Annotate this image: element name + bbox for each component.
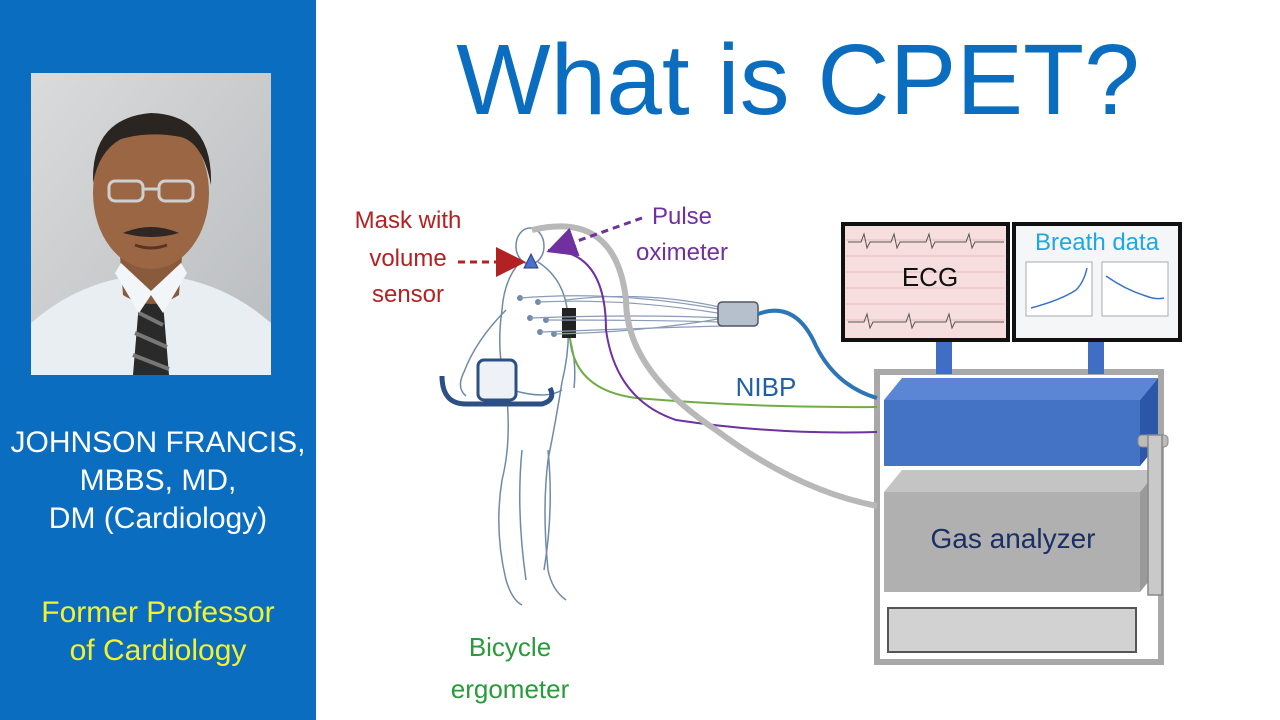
- bicycle-label-1: Bicycle: [469, 632, 551, 662]
- author-role: Former Professor of Cardiology: [0, 594, 316, 670]
- oximeter-cable: [547, 249, 878, 434]
- nibp-cable: [757, 308, 878, 400]
- ecg-monitor: [841, 222, 1010, 342]
- role-line-2: of Cardiology: [69, 634, 247, 667]
- pulse-label-2: oximeter: [636, 239, 728, 266]
- mask-icon: [523, 252, 539, 269]
- author-name: JOHNSON FRANCIS,: [10, 426, 306, 459]
- breath-data-label: Breath data: [1035, 229, 1160, 256]
- sidebar: JOHNSON FRANCIS, MBBS, MD, DM (Cardiolog…: [0, 0, 316, 720]
- lead-cables: [519, 295, 725, 335]
- breath-data-monitor: [1012, 222, 1182, 342]
- monitor-unit: [884, 378, 1158, 466]
- author-degrees: MBBS, MD,: [79, 464, 237, 497]
- gas-tube: [531, 223, 878, 509]
- oximeter-arrow: [546, 216, 643, 257]
- author-photo: [31, 73, 271, 375]
- person-figure: [459, 227, 576, 606]
- page-title: What is CPET?: [456, 24, 1140, 136]
- mask-label-1: Mask with: [355, 207, 462, 234]
- mask-label-3: sensor: [372, 281, 444, 308]
- pulse-label-1: Pulse: [652, 203, 712, 230]
- ecg-label: ECG: [902, 262, 958, 292]
- author-specialty: DM (Cardiology): [48, 502, 268, 535]
- green-cable: [569, 337, 878, 409]
- nibp-label: NIBP: [736, 372, 797, 402]
- portrait-image: [31, 73, 271, 375]
- bicycle-label-2: ergometer: [451, 674, 570, 704]
- gas-analyzer-label: Gas analyzer: [931, 523, 1096, 554]
- author-block: JOHNSON FRANCIS, MBBS, MD, DM (Cardiolog…: [0, 424, 316, 538]
- mask-label-2: volume: [369, 245, 446, 272]
- role-line-1: Former Professor: [41, 596, 275, 629]
- cart-tray: [887, 607, 1137, 653]
- equipment-cart: [874, 338, 1169, 665]
- cpet-diagram: ECG Breath data: [355, 203, 1182, 704]
- lead-connector: [717, 301, 759, 327]
